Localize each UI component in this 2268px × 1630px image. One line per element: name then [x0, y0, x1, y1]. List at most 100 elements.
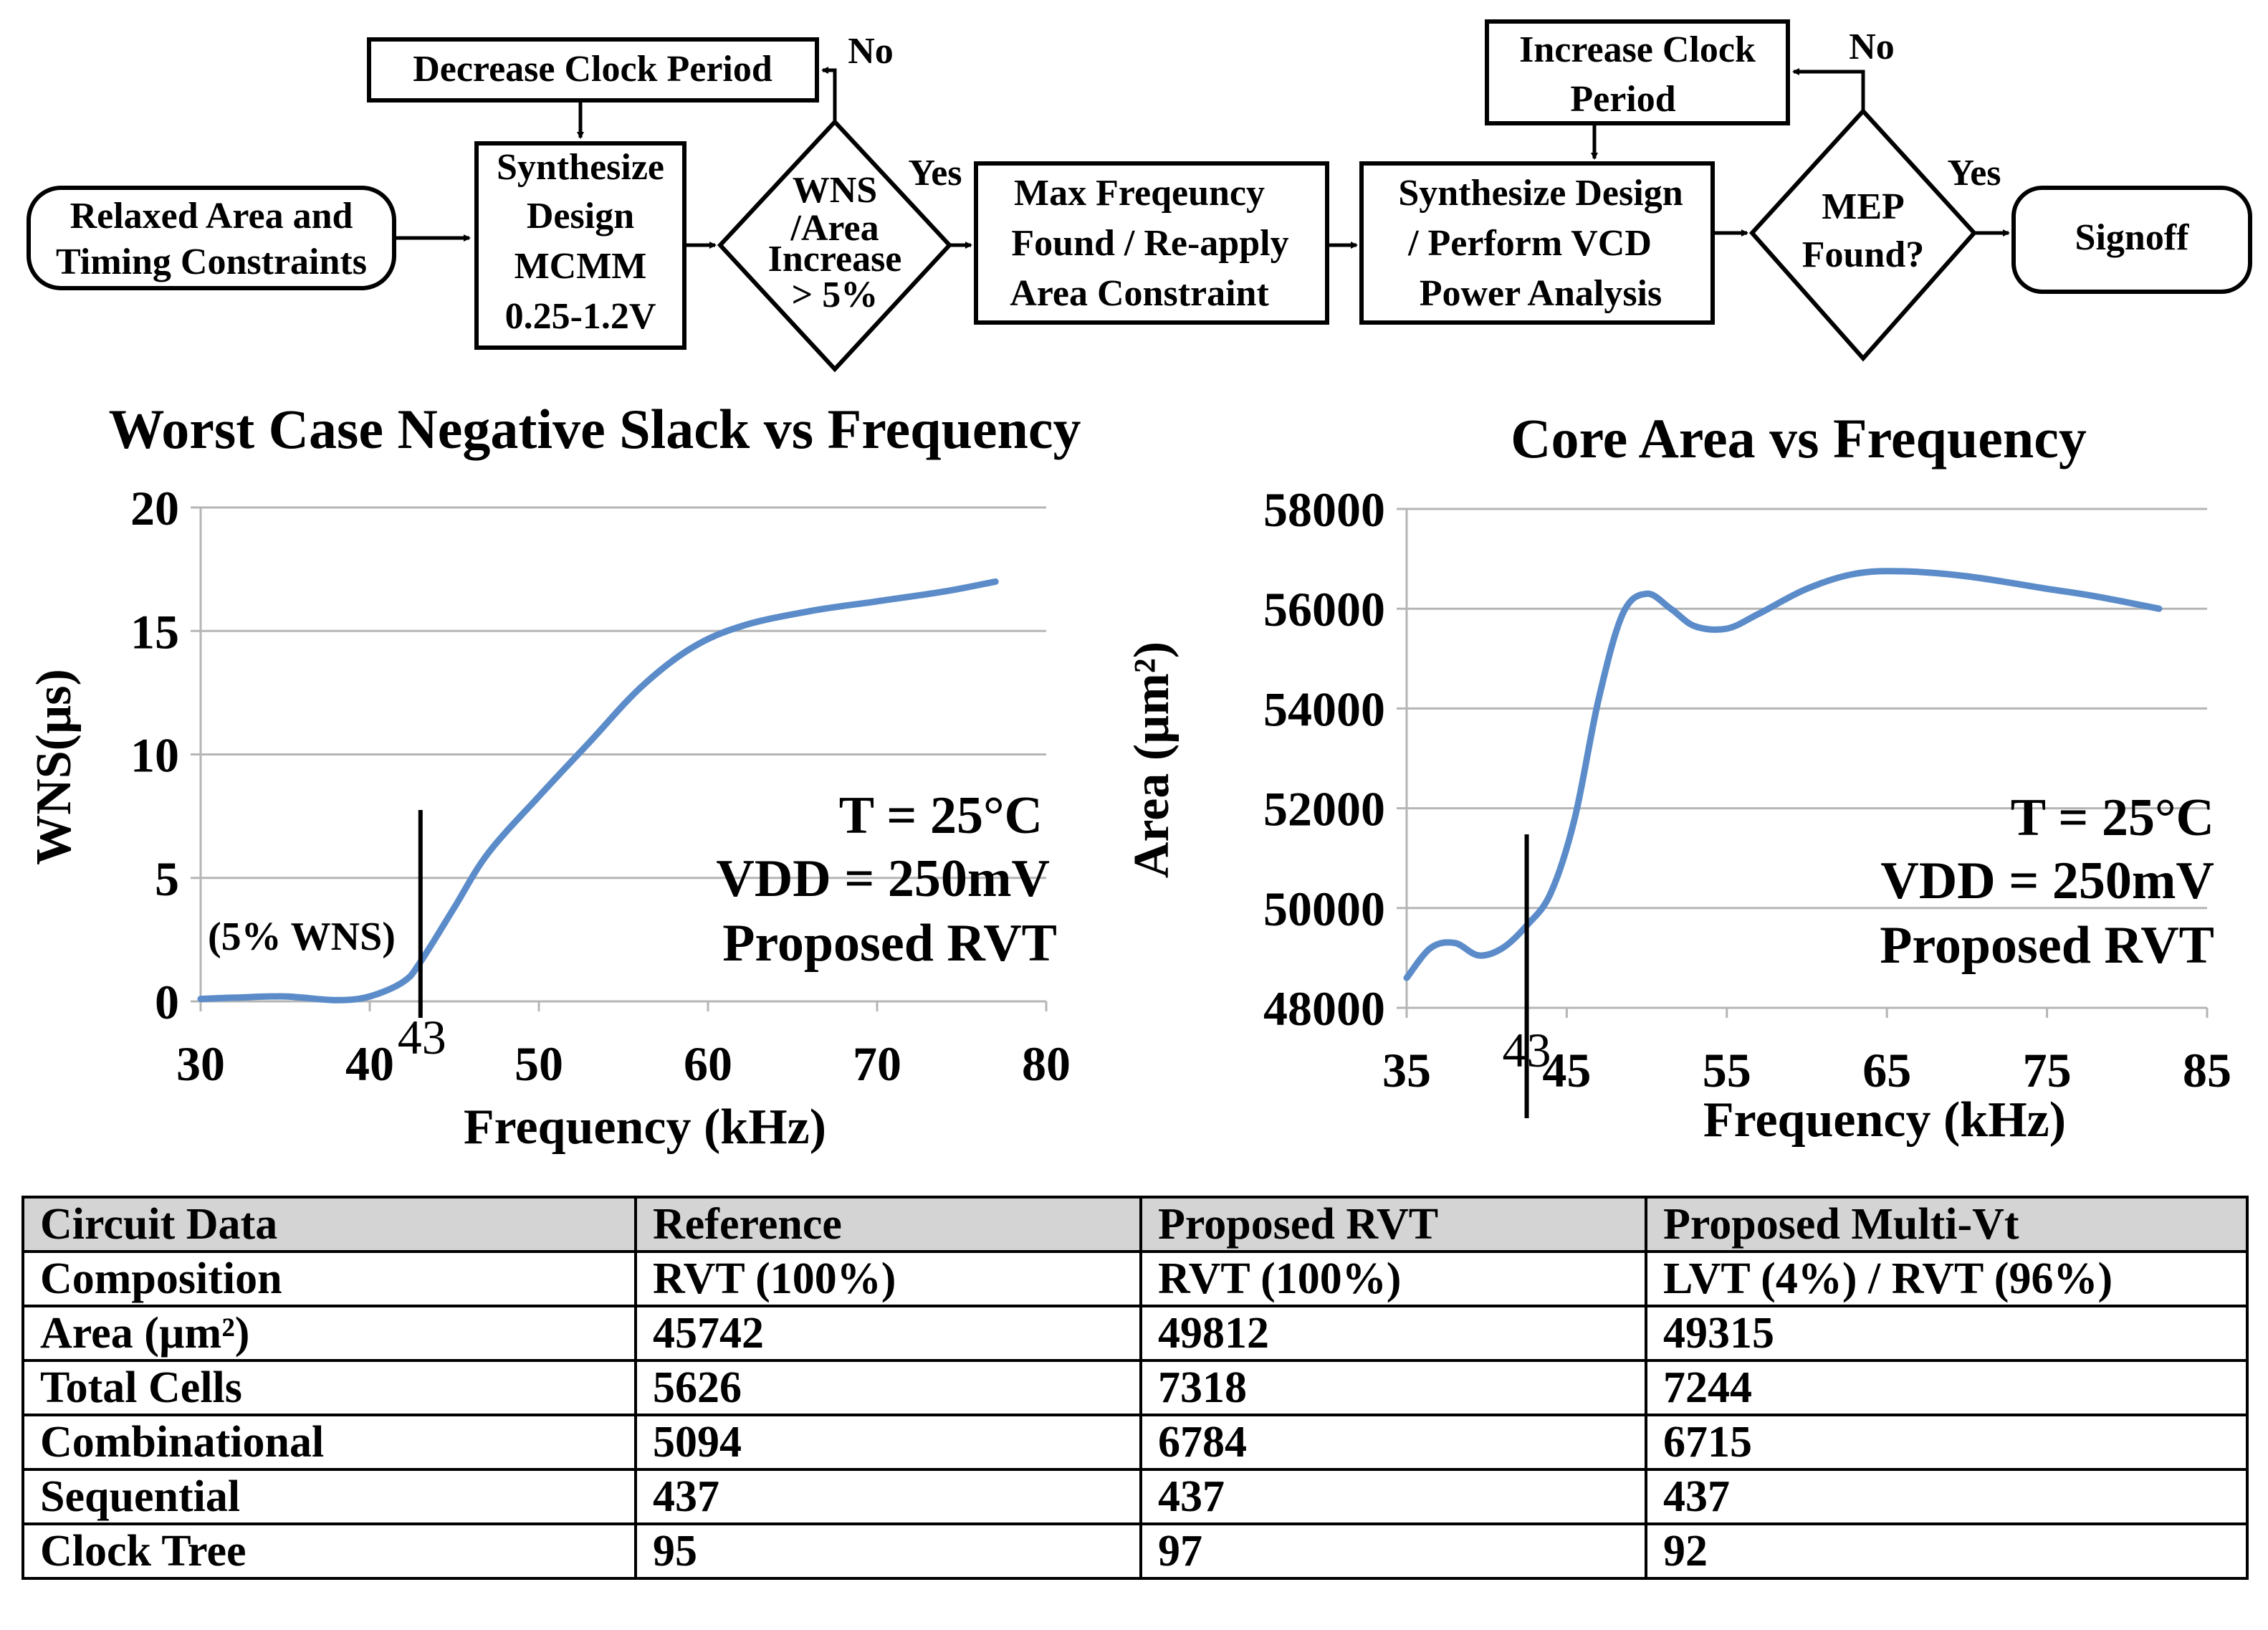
row-label: Combinational [21, 1414, 637, 1471]
annotation-proposed-rvt: Proposed RVT [1880, 916, 2214, 975]
decrease-clock-node [367, 37, 819, 103]
cell-proposed-rvt: RVT (100%) [1139, 1250, 1647, 1307]
y-axis-label: WNS(µs) [27, 669, 82, 865]
cell-proposed-multi-vt: 49315 [1645, 1305, 2249, 1362]
edge-label-yes-2: Yes [1947, 153, 2001, 194]
cell-proposed-multi-vt: 7244 [1645, 1359, 2249, 1416]
design-flowchart: Relaxed Area and Timing Constraints Decr… [27, 19, 2252, 373]
synth1-line4: 0.25-1.2V [505, 296, 656, 337]
cell-proposed-multi-vt: 437 [1645, 1468, 2249, 1525]
edge-label-yes-1: Yes [908, 153, 962, 194]
y-tick-label: 52000 [1263, 782, 1385, 837]
core-area-vs-frequency-chart: Core Area vs Frequency Area (µm²) Freque… [1132, 407, 2231, 1148]
row-label: Area (µm²) [21, 1305, 637, 1362]
header-proposed-multi-vt: Proposed Multi-Vt [1645, 1196, 2249, 1253]
row-label: Sequential [21, 1468, 637, 1525]
cell-reference: 95 [634, 1522, 1142, 1580]
mep-line2: Found? [1802, 234, 1925, 275]
wns-area-decision-node [717, 118, 953, 373]
frequency-43-label: 43 [1503, 1023, 1551, 1077]
synth2-line2: / Perform VCD [1407, 223, 1652, 264]
cell-reference: RVT (100%) [634, 1250, 1142, 1307]
y-tick-label: 15 [130, 604, 179, 659]
table-row: Clock Tree 95 97 92 [21, 1522, 2249, 1580]
x-axis-label: Frequency (kHz) [464, 1100, 826, 1155]
header-circuit-data: Circuit Data [21, 1196, 637, 1253]
x-tick-label: 65 [1862, 1043, 1911, 1097]
wns-line1: WNS [793, 170, 877, 211]
synth1-line3: MCMM [515, 246, 647, 287]
row-label: Clock Tree [21, 1522, 637, 1580]
y-tick-label: 54000 [1263, 682, 1385, 736]
annotation-temperature: T = 25°C [839, 786, 1043, 845]
edge-label-no-2: No [1849, 27, 1895, 67]
mep-decision-node [1748, 108, 1978, 362]
cell-proposed-rvt: 7318 [1139, 1359, 1647, 1416]
signoff-label: Signoff [2075, 217, 2190, 258]
max-frequency-node [974, 161, 1329, 325]
maxfreq-line1: Max Freqeuncy [1014, 173, 1265, 214]
annotation-temperature: T = 25°C [2011, 788, 2214, 847]
x-axis-label: Frequency (kHz) [1703, 1092, 2066, 1148]
y-tick-label: 56000 [1263, 582, 1385, 637]
relaxed-node-line2: Timing Constraints [56, 242, 367, 282]
cell-proposed-multi-vt: 6715 [1645, 1414, 2249, 1471]
wns-line3: Increase [768, 239, 902, 280]
increase-line1: Increase Clock [1519, 29, 1756, 70]
row-label: Total Cells [21, 1359, 637, 1416]
maxfreq-line3: Area Constraint [1010, 273, 1269, 314]
cell-reference: 5626 [634, 1359, 1142, 1416]
cell-proposed-rvt: 6784 [1139, 1414, 1647, 1471]
y-tick-label: 20 [130, 481, 179, 535]
table-row: Total Cells 5626 7318 7244 [21, 1359, 2249, 1416]
frequency-43-label: 43 [398, 1010, 446, 1064]
edge-mep-no [1792, 68, 1865, 111]
edge-wns-no [821, 67, 837, 122]
y-tick-label: 58000 [1263, 482, 1385, 537]
wns-line4: > 5% [792, 275, 879, 315]
x-tick-label: 70 [853, 1036, 901, 1091]
row-label: Composition [21, 1250, 637, 1307]
x-tick-label: 85 [2183, 1043, 2231, 1097]
cell-proposed-multi-vt: 92 [1645, 1522, 2249, 1580]
wns-line2: /Area [790, 208, 879, 249]
increase-clock-node [1485, 19, 1790, 125]
y-tick-label: 50000 [1263, 882, 1385, 936]
y-tick-label: 0 [155, 975, 179, 1029]
cell-reference: 437 [634, 1468, 1142, 1525]
synth2-line1: Synthesize Design [1398, 173, 1683, 214]
x-tick-label: 75 [2023, 1043, 2072, 1097]
edge-label-no-1: No [848, 31, 894, 72]
signoff-node [2011, 186, 2252, 294]
circuit-data-table: Circuit Data Reference Proposed RVT Prop… [21, 1196, 2249, 1580]
annotation-proposed-rvt: Proposed RVT [722, 914, 1057, 973]
header-reference: Reference [634, 1196, 1142, 1253]
mep-line1: MEP [1822, 186, 1905, 227]
x-tick-label: 80 [1022, 1036, 1071, 1091]
cell-reference: 5094 [634, 1414, 1142, 1471]
x-tick-label: 55 [1703, 1043, 1751, 1097]
synth2-line3: Power Analysis [1420, 273, 1662, 314]
series-line [197, 578, 999, 1004]
annotation-vdd: VDD = 250mV [716, 849, 1050, 908]
wns-vs-frequency-chart: Worst Case Negative Slack vs Frequency W… [27, 401, 1081, 1155]
table-row: Sequential 437 437 437 [21, 1468, 2249, 1525]
x-tick-label: 60 [684, 1036, 732, 1091]
y-tick-label: 5 [155, 852, 179, 906]
x-tick-label: 30 [176, 1036, 225, 1091]
maxfreq-line2: Found / Re-apply [1011, 223, 1288, 264]
x-tick-label: 35 [1382, 1043, 1431, 1097]
series-line [1403, 568, 2163, 981]
relaxed-node-line1: Relaxed Area and [70, 196, 353, 237]
header-proposed-rvt: Proposed RVT [1139, 1196, 1647, 1253]
annotation-5pct-wns: (5% WNS) [208, 915, 396, 959]
chart-title: Core Area vs Frequency [1511, 407, 2087, 470]
table-header-row: Circuit Data Reference Proposed RVT Prop… [21, 1196, 2249, 1253]
y-tick-label: 48000 [1263, 981, 1385, 1036]
cell-proposed-rvt: 49812 [1139, 1305, 1647, 1362]
x-tick-label: 40 [345, 1036, 394, 1091]
table-row: Combinational 5094 6784 6715 [21, 1414, 2249, 1471]
table-row: Composition RVT (100%) RVT (100%) LVT (4… [21, 1250, 2249, 1307]
synth1-line2: Design [527, 196, 634, 237]
y-axis-label: Area (µm²) [1132, 642, 1180, 878]
